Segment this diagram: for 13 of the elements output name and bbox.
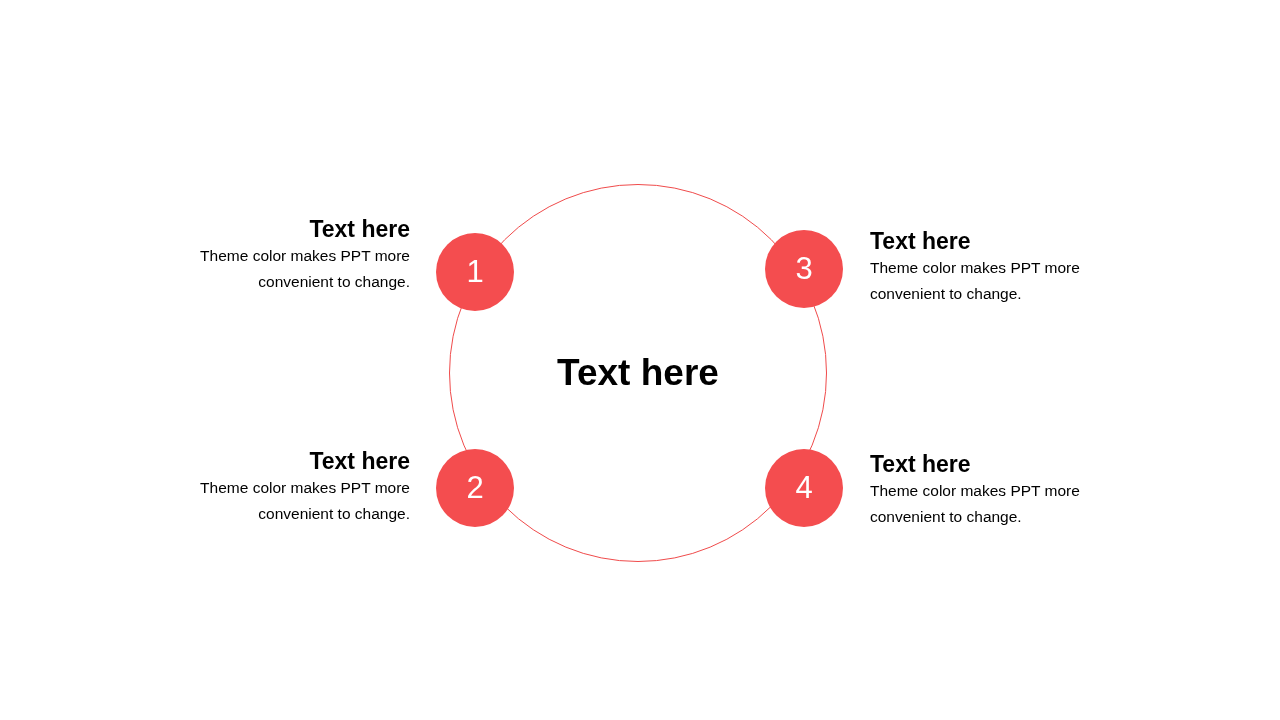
item-heading: Text here bbox=[870, 227, 972, 255]
item-heading: Text here bbox=[308, 215, 410, 243]
item-description: Theme color makes PPT more convenient to change. bbox=[199, 246, 410, 292]
item-heading: Text here bbox=[308, 447, 410, 475]
step-number: 2 bbox=[466, 470, 484, 506]
step-number: 3 bbox=[795, 251, 813, 287]
item-description: Theme color makes PPT more convenient to change. bbox=[870, 481, 1081, 527]
step-number: 4 bbox=[795, 470, 813, 506]
step-number: 1 bbox=[466, 254, 484, 290]
item-heading: Text here bbox=[870, 450, 972, 478]
item-description: Theme color makes PPT more convenient to change. bbox=[199, 478, 410, 524]
center-title: Text here bbox=[557, 352, 719, 394]
item-description: Theme color makes PPT more convenient to change. bbox=[870, 258, 1081, 304]
